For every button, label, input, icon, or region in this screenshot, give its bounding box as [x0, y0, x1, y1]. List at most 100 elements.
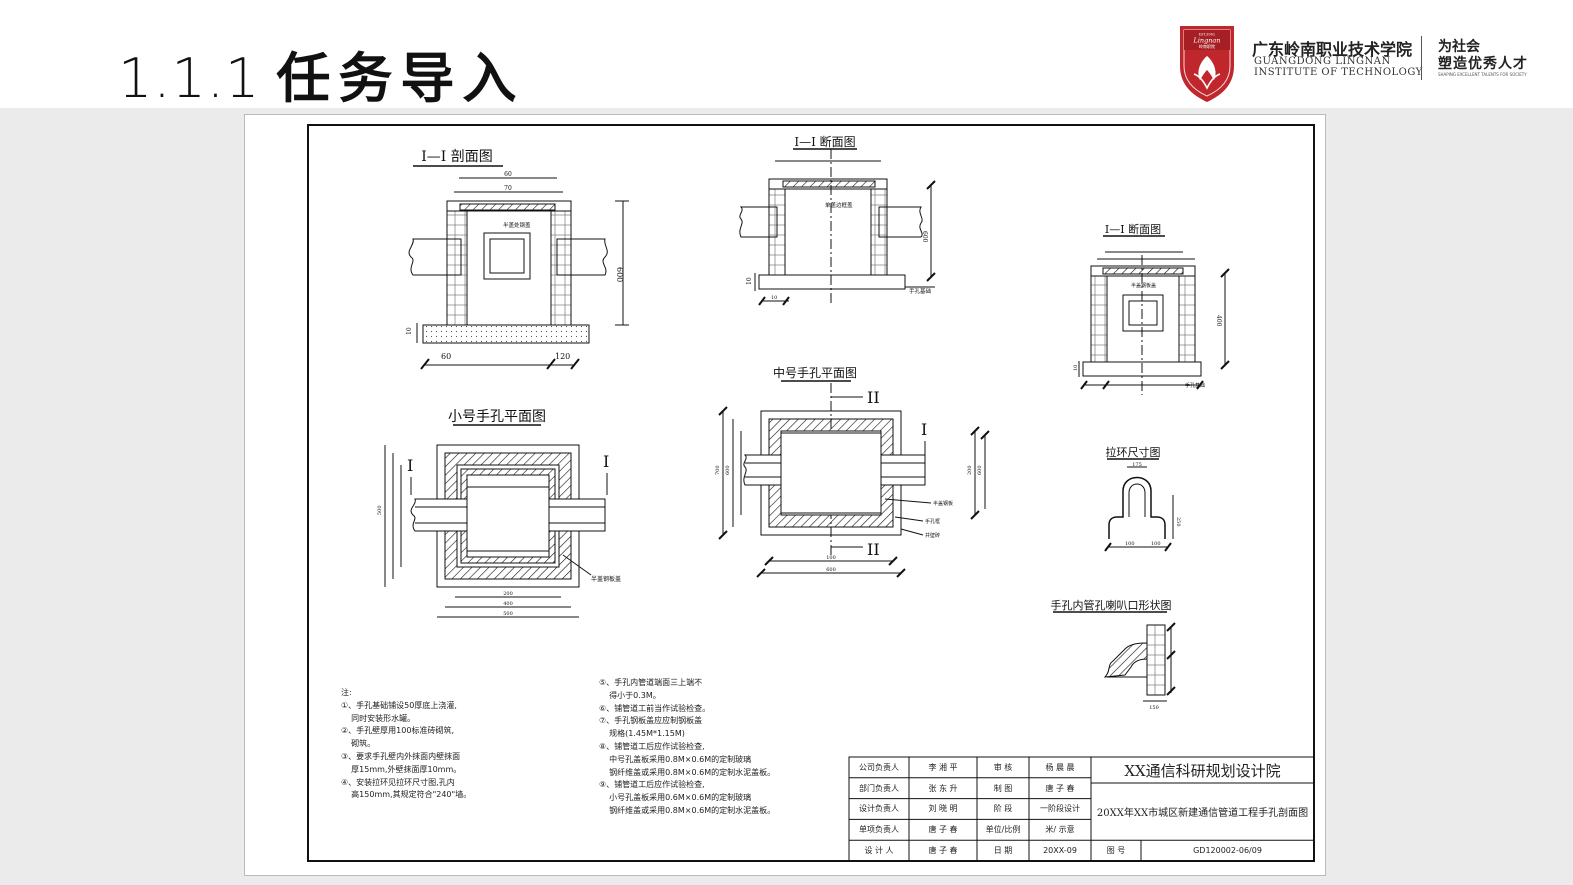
label-leader-frame: 手孔框	[925, 518, 940, 525]
svg-text:100: 100	[1151, 541, 1161, 547]
svg-text:I: I	[407, 456, 413, 475]
title-block-drawing-no-label: 图 号	[1106, 846, 1126, 855]
label-cover-lid: 单盖边框盖	[825, 201, 853, 209]
title-block-project-title: 20XX年XX市城区新建通信管道工程手孔剖面图	[1096, 808, 1309, 819]
notes_b-line: ⑧、铺管道工后应作试验检查,	[599, 741, 705, 751]
drawing-border	[307, 124, 1315, 862]
title-block-cell: 20XX-09	[1043, 846, 1077, 856]
college-name-cn: 广东岭南职业技术学院	[1252, 40, 1413, 59]
svg-text:600: 600	[725, 465, 731, 475]
title-block-cell: 杨 晨 晨	[1045, 762, 1075, 772]
badge-est-text: EST.2001	[1199, 33, 1215, 37]
svg-text:250: 250	[1175, 517, 1181, 527]
logo-divider	[1421, 36, 1422, 80]
plan-medium-title: 中号手孔平面图	[773, 365, 857, 380]
notes_b-line: 得小于0.3M。	[599, 690, 661, 700]
svg-text:600: 600	[615, 267, 624, 282]
title-block-cell: 米/ 示意	[1045, 825, 1075, 835]
badge-cn-text: 岭南职院	[1199, 43, 1215, 49]
label-steel-edge: 半盖处钢盖	[503, 221, 531, 229]
title-block-cell: 阶 段	[993, 804, 1013, 814]
svg-text:700: 700	[715, 465, 721, 475]
title-block-cell: 唐 子 春	[1045, 783, 1075, 793]
label-leader-plate: 半盖钢板	[933, 500, 953, 507]
title-block-cell: 设计负责人	[859, 804, 899, 814]
title-block-cell: 唐 子 春	[928, 825, 958, 835]
duct-mouth-view: 手孔内管孔喇叭口形状图 150	[1051, 598, 1176, 711]
title-block-cell: 刘 晓 明	[928, 804, 958, 814]
plan-medium-view: 中号手孔平面图 II II I 半盖钢板 手孔框 井壁砖 700 600 200…	[715, 365, 990, 578]
svg-text:10: 10	[1073, 365, 1079, 371]
svg-text:10: 10	[771, 295, 777, 301]
svg-text:70: 70	[504, 185, 512, 192]
title-block-cell: 张 东 升	[928, 783, 958, 793]
title-block-cell: 设 计 人	[864, 846, 894, 856]
title-block-cell: 单项负责人	[859, 825, 899, 835]
notes_b-line: 小号孔盖板采用0.6M×0.6M的定制玻璃	[599, 793, 752, 803]
title-block-cell: 公司负责人	[859, 762, 899, 772]
title-block-cell: 一阶段设计	[1040, 804, 1080, 814]
svg-text:200: 200	[967, 465, 973, 475]
title-block-cell: 李 湘 平	[928, 762, 958, 772]
svg-text:半盖钢板盖: 半盖钢板盖	[1131, 282, 1156, 289]
label-leader-wall: 井壁砖	[925, 532, 940, 539]
title-block-cell: 唐 子 春	[928, 846, 958, 856]
slogan-en: SHAPING EXCELLENT TALENTS FOR SOCIETY	[1438, 72, 1527, 77]
slogan-line-2: 塑造优秀人才	[1438, 56, 1528, 72]
svg-text:手孔基础: 手孔基础	[1185, 382, 1205, 389]
notes_b-line: 规格(1.45M*1.15M)	[599, 729, 685, 739]
ring-detail-title: 拉环尺寸图	[1106, 445, 1161, 459]
label-handhole-base: 手孔基础	[909, 287, 932, 295]
notes_b-line: 中号孔盖板采用0.8M×0.6M的定制玻璃	[599, 754, 752, 764]
svg-text:120: 120	[555, 352, 570, 361]
notes_b-line: 钢纤维盖或采用0.8M×0.6M的定制水泥盖板。	[599, 767, 776, 777]
notes_a-line: ④、安装拉环见拉环尺寸图,孔内	[341, 777, 455, 787]
svg-text:600: 600	[977, 465, 983, 475]
notes_a-line: 砌筑。	[341, 739, 376, 749]
section-small-view: I—I 断面图 半盖钢板盖 400 10 手孔基础	[1073, 222, 1230, 395]
section-large-view: I—I 剖面图 60 70 半盖处钢盖 600 10 60 120	[406, 149, 629, 370]
notes_a-line: ③、要求手孔壁内外抹面内壁抹面	[341, 751, 461, 761]
svg-text:60: 60	[441, 352, 451, 361]
svg-text:10: 10	[746, 277, 753, 285]
title-block	[848, 756, 1315, 862]
svg-text:600: 600	[921, 231, 928, 243]
notes_a-line: 高150mm,其规定符合"240"墙。	[341, 790, 472, 800]
svg-text:400: 400	[1215, 315, 1222, 327]
svg-text:10: 10	[406, 327, 413, 335]
construction-notes-b: ⑤、手孔内管道端面三上端不 得小于0.3M。⑥、铺管道工前当作试验检查。⑦、手孔…	[599, 677, 775, 818]
svg-text:100: 100	[826, 555, 836, 561]
drawing-canvas: I—I 剖面图 60 70 半盖处钢盖 600 10 60 120 I—I 断面…	[307, 124, 1315, 862]
slogan-line-1: 为社会	[1438, 39, 1480, 55]
title-block-cell: 制 图	[993, 783, 1013, 793]
notes_a-line: 注:	[341, 688, 352, 697]
notes_a-line: ②、手孔壁厚用100标准砖砌筑,	[341, 726, 454, 736]
svg-text:II: II	[867, 540, 880, 559]
notes_b-line: ⑨、铺管道工后应作试验检查,	[599, 780, 705, 790]
notes_b-line: ⑤、手孔内管道端面三上端不	[599, 678, 703, 687]
ring-detail-view: 拉环尺寸图 175 250 100 100	[1104, 445, 1181, 552]
svg-text:600: 600	[826, 567, 836, 573]
construction-notes-a: 注:①、手孔基础铺设50厚底上浇灌, 同时安装形水罐。②、手孔壁厚用100标准砖…	[341, 687, 471, 802]
svg-text:100: 100	[1125, 541, 1135, 547]
section-small-title: I—I 断面图	[1105, 222, 1161, 236]
svg-text:400: 400	[503, 601, 513, 607]
title-block-institute: XX通信科研规划设计院	[1124, 761, 1281, 780]
plan-small-view: 小号手孔平面图 I I 半盖钢板盖 500 200 400 500	[377, 409, 621, 618]
badge-word-text: Lingnan	[1193, 37, 1221, 45]
notes_a-line: ①、手孔基础铺设50厚底上浇灌,	[341, 700, 457, 710]
notes_a-line: 厚15mm,外壁抹面厚10mm。	[341, 764, 462, 774]
svg-text:175: 175	[1132, 462, 1142, 468]
svg-text:500: 500	[377, 505, 383, 515]
svg-text:I: I	[603, 452, 609, 471]
engineering-drawing: I—I 剖面图 60 70 半盖处钢盖 600 10 60 120 I—I 断面…	[244, 114, 1326, 876]
institution-logo: EST.2001 Lingnan 岭南职院 广东岭南职业技术学院 GUANGDO…	[1176, 22, 1566, 108]
title-block-cell: 部门负责人	[859, 783, 899, 793]
college-shield-emblem: EST.2001 Lingnan 岭南职院	[1180, 26, 1234, 102]
title-block-cell: 日 期	[993, 846, 1013, 856]
slide-title-text: 任务导入	[276, 47, 525, 110]
svg-text:II: II	[867, 388, 880, 407]
slide-number: 1.1.1	[118, 47, 261, 110]
plan-small-title: 小号手孔平面图	[448, 409, 546, 425]
notes_b-line: 钢纤维盖或采用0.8M×0.6M的定制水泥盖板。	[599, 805, 776, 815]
